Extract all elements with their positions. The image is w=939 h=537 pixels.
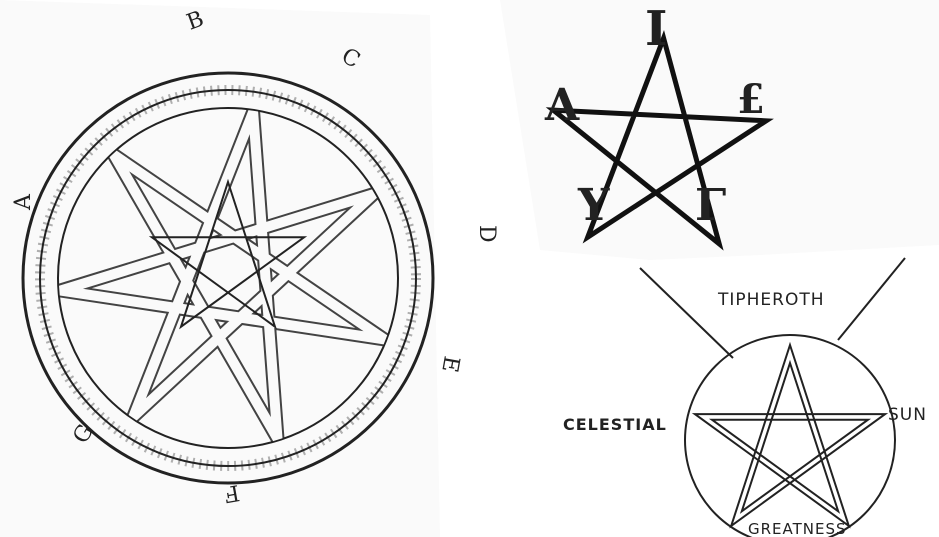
pentagram-letter-top: I [645,1,667,57]
pentagram-letter-left: A [544,80,580,131]
label-tiphereth: TIPHEROTH [717,290,825,310]
label-greatness: GREATNESS [748,520,847,537]
heptagram-seal [21,71,435,485]
seal-letter-d: D [474,225,499,243]
label-celestial: CELESTIAL [563,415,667,434]
seal-letter-a: A [11,193,36,211]
pentagram-letter-bottom-right: Γ [695,180,726,231]
seal-letter-f: F [222,479,241,506]
seal-letter-b: B [184,7,208,36]
pentagram-letter-bottom-left: Y [577,180,610,231]
pentagram-bottom [639,257,906,537]
pentagram-letter-right: £ [737,76,765,123]
left-paper [0,0,440,537]
seal-letter-e: E [436,354,463,374]
pentagram-top [0,0,939,260]
label-sun: SUN [888,405,927,425]
